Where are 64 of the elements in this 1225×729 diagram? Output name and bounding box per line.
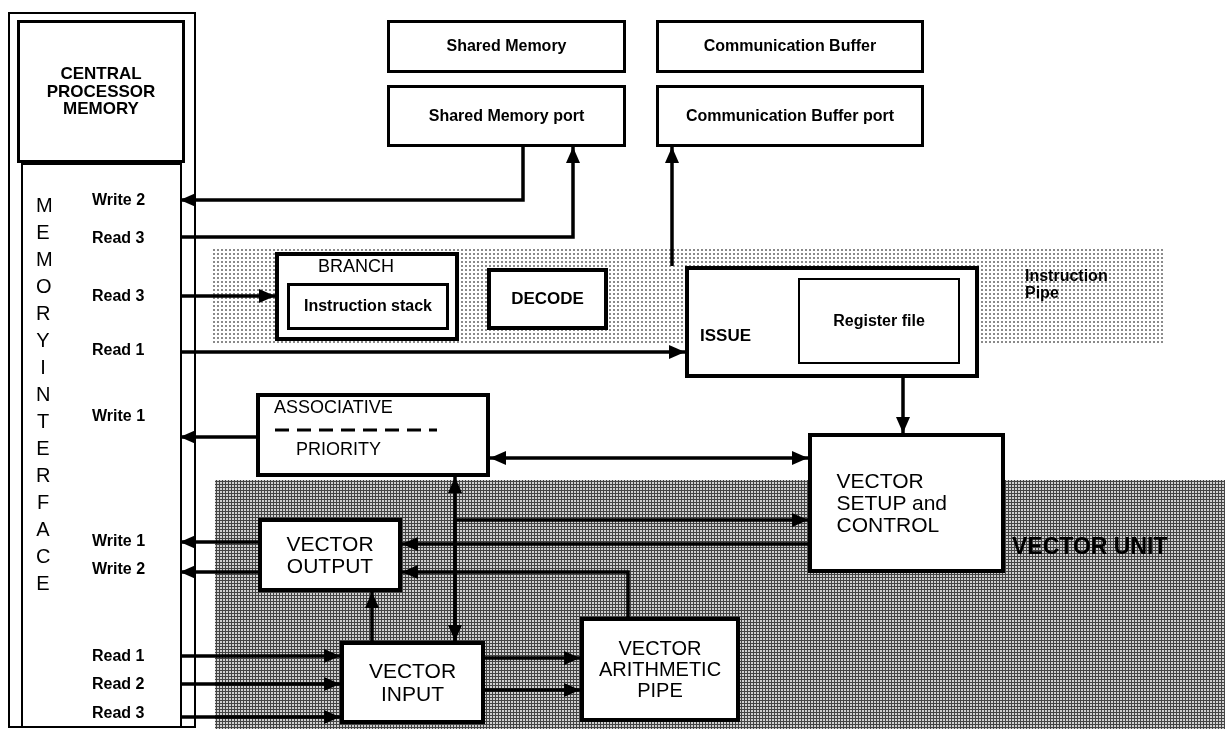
arrow xyxy=(485,651,580,665)
port-label: Write 2 xyxy=(92,191,146,209)
double-arrow xyxy=(490,451,808,465)
port-label: Write 1 xyxy=(92,408,146,425)
process-box xyxy=(580,617,740,722)
process-box xyxy=(287,283,449,330)
port-label: Read 3 xyxy=(92,704,145,722)
arrow xyxy=(180,535,258,549)
box-label: CENTRAL PROCESSOR MEMORY xyxy=(45,64,157,119)
box-label: VECTOR ARITHMETIC PIPE xyxy=(597,638,723,701)
frame-box xyxy=(8,12,196,728)
process-box xyxy=(808,433,1005,573)
arrow xyxy=(180,147,580,239)
process-box xyxy=(258,518,402,592)
arrow xyxy=(180,345,685,359)
box-label: Shared Memory port xyxy=(428,107,585,125)
arrow xyxy=(180,289,275,303)
memory-box xyxy=(17,20,185,163)
box-label: Register file xyxy=(833,312,925,330)
vertical-label: MEMORY INTERFACE xyxy=(36,193,50,596)
box-label: VECTOR OUTPUT xyxy=(285,532,375,578)
arrow xyxy=(365,592,379,641)
box-label: ASSOCIATIVE xyxy=(274,398,393,417)
arrow xyxy=(402,565,630,617)
arrow xyxy=(180,147,525,207)
arrow xyxy=(665,147,679,266)
process-box xyxy=(487,268,608,330)
box-label: VECTOR SETUP and CONTROL xyxy=(836,469,948,537)
port-label: Read 1 xyxy=(92,341,145,359)
arrow xyxy=(485,683,580,697)
port-label: Read 2 xyxy=(92,675,145,693)
box-label: BRANCH xyxy=(318,257,394,276)
box-label: Communication Buffer port xyxy=(686,107,894,125)
box-label: Instruction stack xyxy=(304,298,432,315)
process-box xyxy=(340,641,485,724)
arrow xyxy=(180,710,340,724)
process-box xyxy=(656,20,924,73)
arrow xyxy=(180,565,258,579)
arrow xyxy=(180,430,256,444)
arrow xyxy=(453,513,808,641)
process-box xyxy=(656,85,924,147)
arrow xyxy=(402,537,808,551)
process-box xyxy=(387,20,626,73)
process-box xyxy=(387,85,626,147)
box-label: PRIORITY xyxy=(296,440,381,459)
region-label: Instruction Pipe xyxy=(1025,268,1109,302)
box-label: DECODE xyxy=(511,290,584,308)
process-box xyxy=(798,278,960,364)
arrow xyxy=(180,677,340,691)
port-label: Write 1 xyxy=(92,532,146,550)
process-box xyxy=(275,252,459,341)
port-label: Read 3 xyxy=(92,287,145,305)
process-box xyxy=(256,393,490,477)
box-label: ISSUE xyxy=(700,327,752,345)
box-label: VECTOR INPUT xyxy=(367,660,458,705)
box-label: Communication Buffer xyxy=(703,38,877,55)
box-label: Shared Memory xyxy=(446,38,567,55)
arrow xyxy=(896,378,910,433)
port-label: Write 2 xyxy=(92,560,146,578)
arrow xyxy=(180,649,340,663)
port-label: Read 3 xyxy=(92,229,145,247)
port-label: Read 1 xyxy=(92,647,145,665)
interface-box xyxy=(21,163,182,728)
process-box xyxy=(685,266,979,378)
